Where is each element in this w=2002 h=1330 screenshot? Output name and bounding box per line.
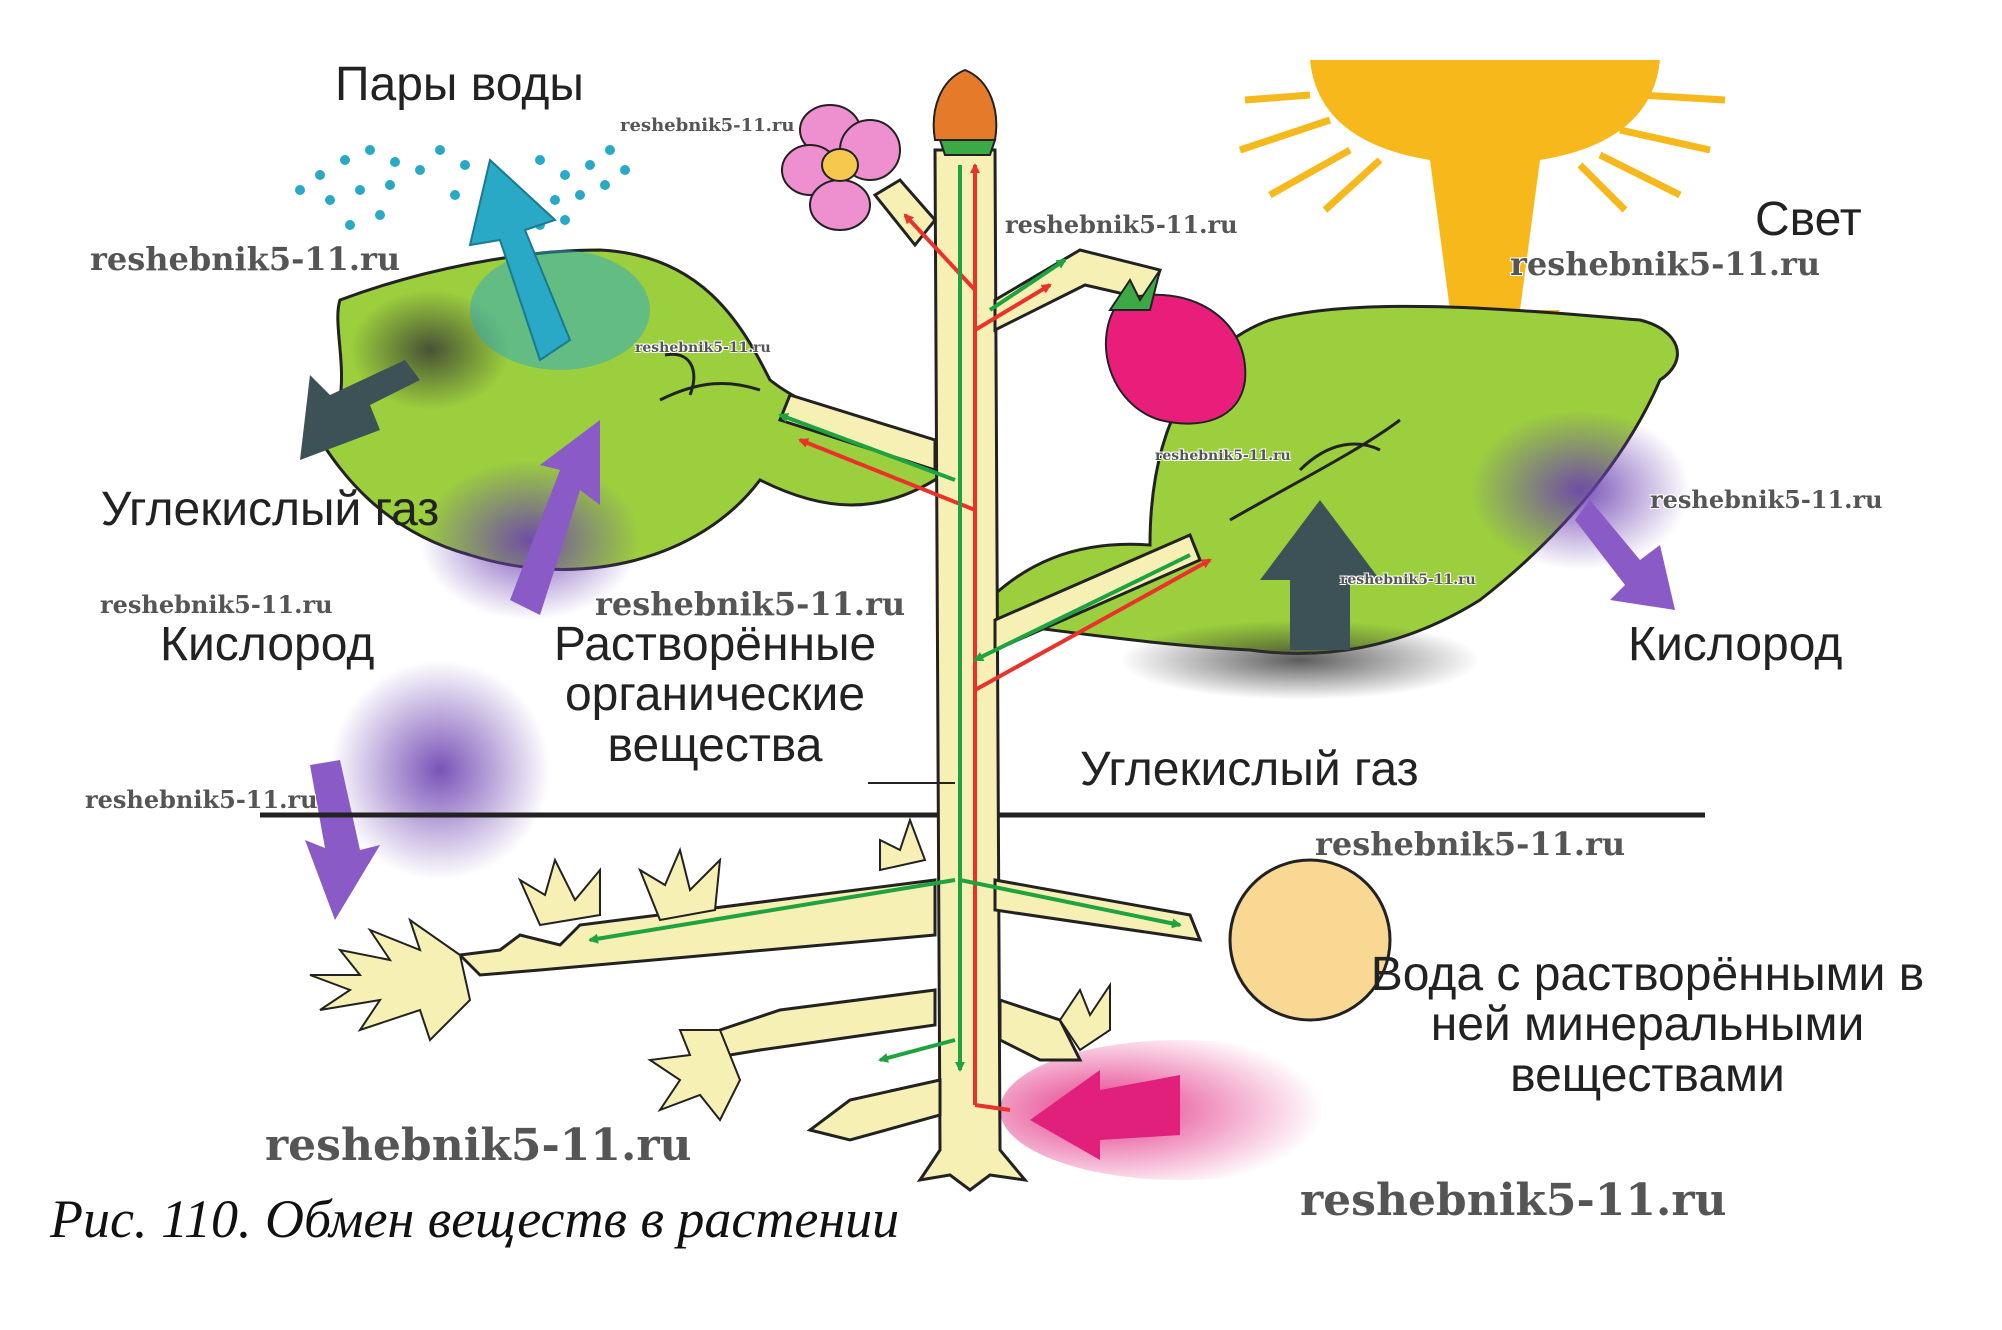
watermark: reshebnik5-11.ru: [1650, 485, 1883, 514]
label-dissolved-organics: Растворённые органические вещества: [553, 618, 877, 772]
watermark: reshebnik5-11.ru: [620, 115, 795, 136]
oxygen-out-arrow-right: [1575, 500, 1675, 610]
label-oxygen-right: Кислород: [1628, 618, 1843, 671]
watermark: reshebnik5-11.ru: [595, 585, 906, 623]
label-co2-bottom: Углекислый газ: [1080, 743, 1419, 796]
watermark: reshebnik5-11.ru: [1005, 210, 1238, 239]
label-co2-left: Углекислый газ: [100, 483, 440, 536]
xylem-flow-up: [798, 163, 1212, 1112]
oxygen-out-arrow-left: [305, 760, 380, 920]
root-fringes: [309, 817, 1111, 1122]
flower: [781, 104, 901, 231]
watermark: reshebnik5-11.ru: [90, 240, 401, 278]
phloem-flow-down: [588, 165, 1191, 1072]
watermark: reshebnik5-11.ru: [1300, 1175, 1727, 1226]
watermark: reshebnik5-11.ru: [100, 590, 333, 619]
label-oxygen-left: Кислород: [160, 618, 375, 671]
water-vapor-arrow: [468, 158, 572, 362]
label-water-minerals: Вода с растворёнными в ней минеральными …: [1370, 948, 1925, 1102]
watermark: reshebnik5-11.ru: [1155, 448, 1291, 464]
figure-caption: Рис. 110. Обмен веществ в растении: [50, 1189, 900, 1249]
watermark: reshebnik5-11.ru: [265, 1120, 692, 1171]
watermark: reshebnik5-11.ru: [1340, 572, 1476, 588]
watermark: reshebnik5-11.ru: [1315, 825, 1626, 863]
co2-in-arrow-left: [510, 420, 600, 615]
watermark: reshebnik5-11.ru: [635, 340, 771, 356]
label-light: Свет: [1755, 193, 1862, 246]
water-droplet: [1228, 858, 1392, 1022]
watermark: reshebnik5-11.ru: [85, 785, 318, 814]
flower-bud: [932, 68, 998, 156]
watermark: reshebnik5-11.ru: [1510, 245, 1821, 283]
water-vapor-dots: [295, 145, 630, 230]
co2-out-arrow-left: [300, 360, 420, 460]
co2-in-arrow-right: [1260, 500, 1380, 650]
strawberry: [1105, 269, 1247, 425]
minerals-in-arrow: [1030, 1070, 1180, 1160]
label-water-vapor: Пары воды: [335, 58, 584, 111]
